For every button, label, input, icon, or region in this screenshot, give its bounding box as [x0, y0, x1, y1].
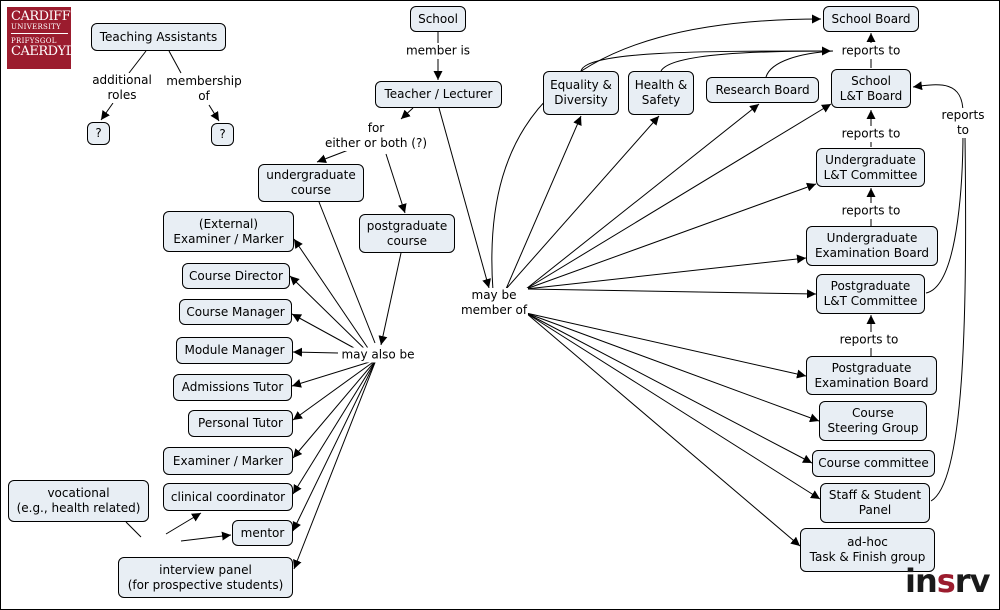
node-course-manager[interactable]: Course Manager	[179, 299, 292, 325]
node-ug-lt-committee[interactable]: Undergraduate L&T Committee	[816, 148, 925, 187]
edge-mayalso-examiner	[292, 359, 377, 459]
label-reports-to-school-lt: reports to	[840, 126, 902, 142]
node-examiner-marker[interactable]: Examiner / Marker	[163, 447, 293, 475]
node-teaching-assistants[interactable]: Teaching Assistants	[91, 23, 226, 51]
label-member-is: member is	[404, 43, 472, 59]
label-membership-of: membership of	[165, 74, 243, 104]
edge-mayalso-mentor	[292, 359, 377, 532]
node-postgraduate-course[interactable]: postgraduate course	[359, 214, 455, 253]
edge-workplace-clinical	[165, 512, 202, 535]
edge-mayalso-personal-tutor	[292, 359, 377, 421]
label-reports-to-pg-lt: reports to	[838, 332, 900, 348]
edge-teacher-member	[438, 107, 491, 289]
node-staff-student-panel[interactable]: Staff & Student Panel	[820, 483, 930, 523]
edge-equality-reportsto	[580, 46, 832, 72]
edge-member-school-board	[491, 14, 822, 292]
edge-member-pg-exam	[525, 312, 807, 379]
node-module-manager[interactable]: Module Manager	[176, 337, 293, 364]
edge-mayalso-clinical	[292, 359, 377, 495]
label-reports-to-staff-panel: reports to	[940, 108, 986, 138]
node-unknown-membership[interactable]: ?	[211, 123, 234, 146]
edge-member-research	[525, 103, 760, 290]
edge-research-reportsto	[765, 50, 834, 78]
label-may-also-be: may also be	[340, 347, 416, 363]
node-school-lt-board[interactable]: School L&T Board	[831, 69, 911, 108]
label-reports-to-ug-lt: reports to	[840, 203, 902, 219]
node-school[interactable]: School	[410, 6, 466, 32]
edge-mayalso-ext-examiner	[293, 238, 377, 361]
node-ug-exam-board[interactable]: Undergraduate Examination Board	[806, 226, 938, 266]
insrv-logo: insrv	[905, 562, 991, 600]
node-clinical-coordinator[interactable]: clinical coordinator	[163, 483, 293, 511]
node-pg-exam-board[interactable]: Postgraduate Examination Board	[806, 356, 937, 395]
edge-member-committee	[525, 312, 813, 464]
node-interview-panel[interactable]: interview panel (for prospective student…	[118, 557, 293, 598]
edge-member-equality	[505, 115, 582, 290]
edge-vocational-workplace	[125, 521, 142, 538]
node-course-director[interactable]: Course Director	[182, 263, 290, 289]
edge-ta-membership	[168, 50, 182, 74]
edge-pg-mayalso	[378, 252, 402, 346]
edge-member-health	[505, 115, 660, 290]
edge-teacher-for	[400, 107, 414, 120]
edge-member-ug-lt	[525, 182, 817, 290]
label-additional-roles: additional roles	[91, 73, 153, 103]
node-undergraduate-course[interactable]: undergraduate course	[258, 164, 364, 202]
edge-health-reportsto	[660, 50, 834, 72]
node-vocational[interactable]: vocational (e.g., health related)	[8, 480, 149, 522]
label-may-be-member-of: may be member of	[459, 288, 529, 318]
edge-member-school-lt	[525, 103, 832, 290]
insrv-suffix: rv	[954, 562, 991, 600]
edge-ta-roles	[128, 50, 147, 74]
edge-member-pg-lt	[525, 288, 817, 299]
node-personal-tutor[interactable]: Personal Tutor	[188, 410, 293, 437]
label-for-either-or-both: for either or both (?)	[323, 121, 429, 151]
edge-membership-q	[208, 104, 220, 122]
node-course-committee[interactable]: Course committee	[812, 450, 935, 477]
node-research-board[interactable]: Research Board	[706, 77, 819, 103]
edge-mayalso-interview	[293, 359, 377, 570]
edge-workplace-mentor	[180, 531, 232, 542]
edge-mayalso-admissions	[291, 359, 377, 388]
node-adhoc-task-group[interactable]: ad-hoc Task & Finish group	[800, 528, 935, 572]
edge-roles-q	[100, 102, 114, 121]
edge-for-pg	[385, 153, 407, 214]
node-external-examiner[interactable]: (External) Examiner / Marker	[163, 211, 294, 252]
node-course-steering-group[interactable]: Course Steering Group	[819, 401, 927, 441]
label-reports-to-school-board: reports to	[840, 43, 902, 59]
node-mentor[interactable]: mentor	[232, 520, 293, 546]
node-admissions-tutor[interactable]: Admissions Tutor	[173, 374, 292, 401]
edge-member-ug-exam	[525, 254, 807, 290]
edge-member-steering	[525, 312, 820, 423]
node-equality-diversity[interactable]: Equality & Diversity	[543, 71, 619, 115]
node-school-board[interactable]: School Board	[823, 6, 919, 32]
edge-pglt-reportsto	[925, 130, 964, 294]
logo-line-2: UNIVERSITY	[11, 23, 68, 34]
node-health-safety[interactable]: Health & Safety	[628, 71, 694, 115]
insrv-accent: s	[936, 562, 956, 600]
cardiff-university-logo: CARDIFF UNIVERSITY PRIFYSGOL CAERDYDD	[7, 7, 86, 69]
logo-line-1: CARDIFF	[11, 9, 71, 24]
edge-mayalso-module-manager	[292, 347, 339, 357]
node-teacher-lecturer[interactable]: Teacher / Lecturer	[375, 81, 502, 108]
insrv-prefix: in	[905, 562, 938, 600]
node-pg-lt-committee[interactable]: Postgraduate L&T Committee	[816, 274, 925, 314]
logo-line-4: CAERDYDD	[11, 44, 86, 59]
edge-staff-reportsto	[930, 135, 967, 502]
node-unknown-roles[interactable]: ?	[87, 122, 110, 145]
edge-member-adhoc	[525, 312, 801, 547]
logo-line-3: PRIFYSGOL	[11, 37, 57, 45]
edge-member-staff	[525, 312, 821, 500]
